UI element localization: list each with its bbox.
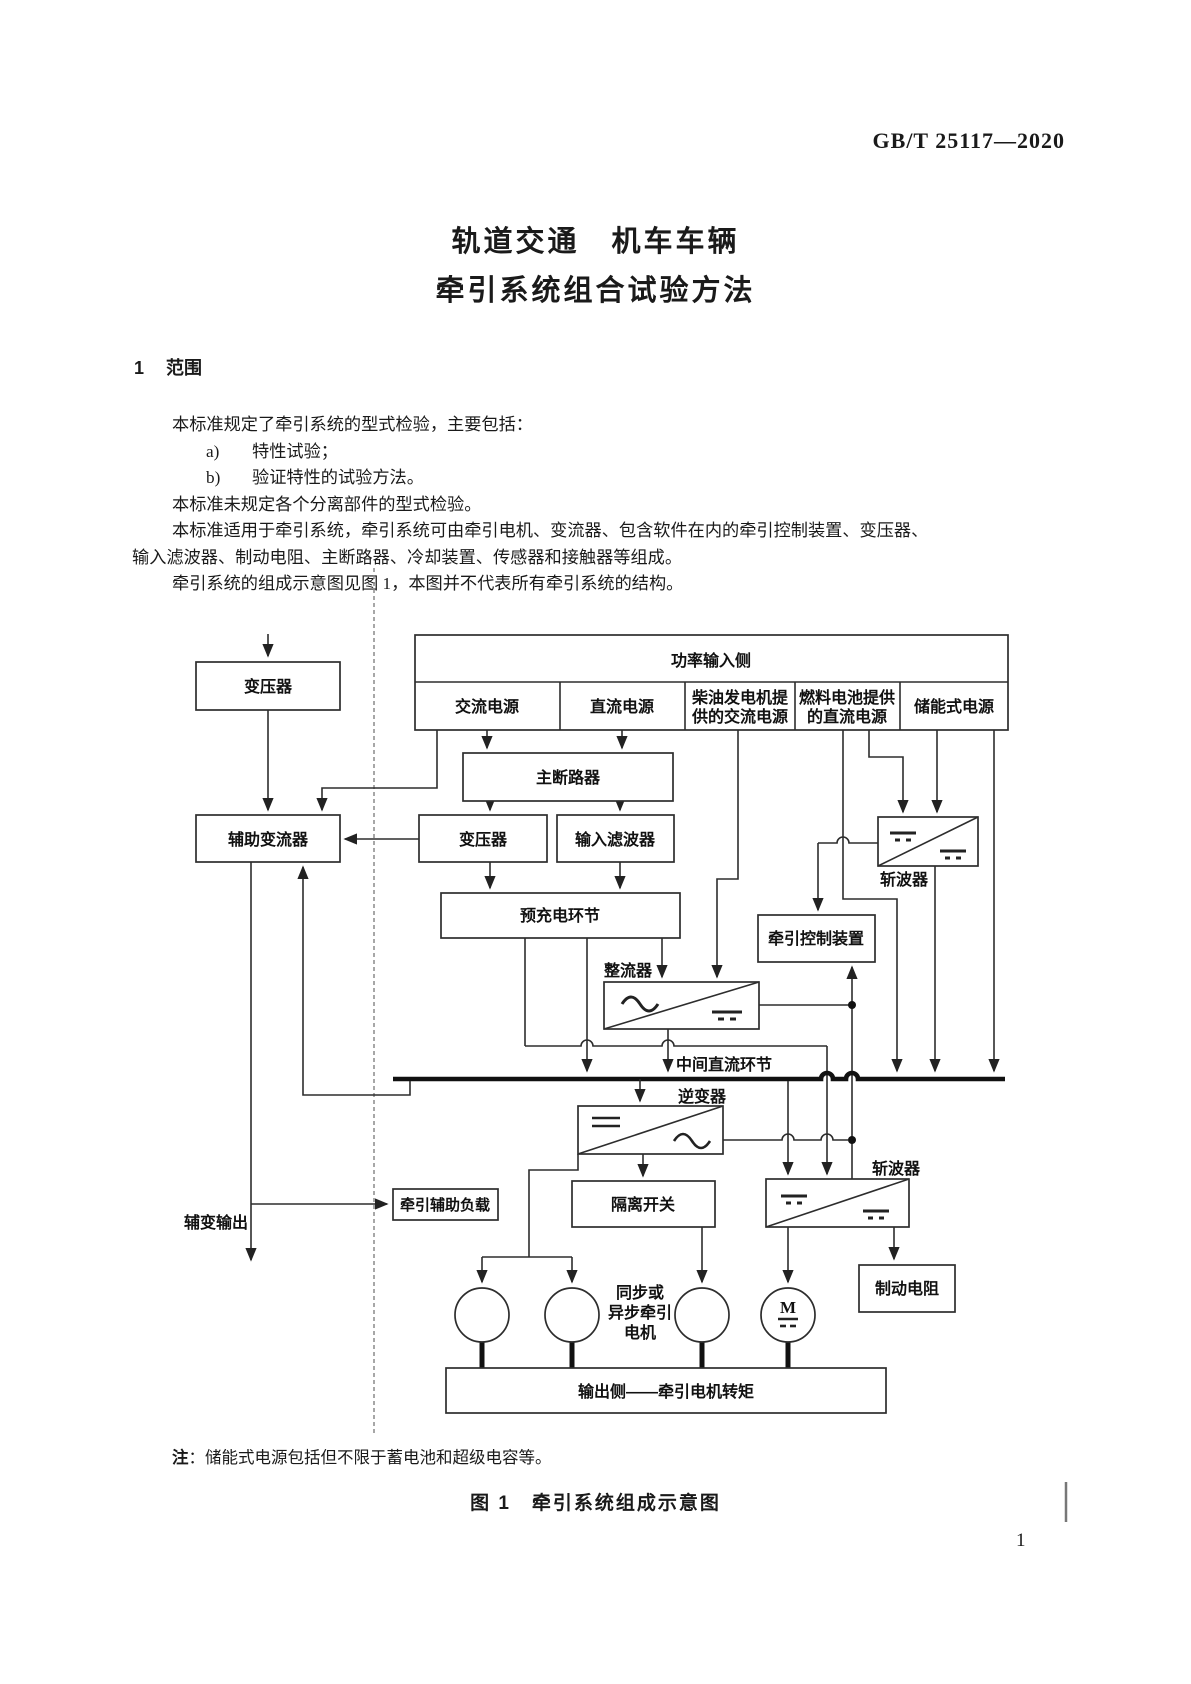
isolation-switch-box — [571, 1180, 716, 1228]
inverter-label: 逆变器 — [678, 1087, 727, 1106]
list-item-a: a) 特性试验； — [132, 439, 1067, 466]
input-filter-label: 输入滤波器 — [575, 830, 656, 849]
inverter-box — [577, 1105, 724, 1155]
chopper-top-box — [877, 816, 979, 867]
diesel-source-label: 柴油发电机提 — [691, 688, 789, 707]
page-number: 1 — [1016, 1530, 1026, 1551]
rectifier-label: 整流器 — [603, 961, 653, 980]
precharge-to-chopper-b — [525, 1039, 827, 1047]
ac-to-aux — [316, 730, 438, 812]
motor-circle — [454, 1287, 510, 1343]
section-title: 范围 — [166, 358, 203, 378]
section-heading: 1 范围 — [134, 354, 224, 380]
fuelcell-to-bus — [842, 730, 903, 1073]
note-text: ：储能式电源包括但不限于蓄电池和超级电容等。 — [188, 1448, 552, 1467]
paragraph: 本标准规定了牵引系统的型式检验，主要包括： — [172, 415, 533, 434]
storage-source-label: 储能式电源 — [913, 697, 994, 716]
input-filter-box — [556, 814, 675, 863]
paragraph: 输入滤波器、制动电阻、主断路器、冷却装置、传感器和接触器等组成。 — [132, 547, 683, 567]
chopper-top-label: 斩波器 — [880, 870, 929, 889]
svg-text:的直流电源: 的直流电源 — [807, 707, 887, 726]
transformer-box — [418, 814, 548, 863]
main-breaker-label: 主断路器 — [536, 768, 601, 787]
list-item-b: b) 验证特性的试验方法。 — [132, 465, 1067, 492]
list-marker-b: b) — [206, 468, 221, 487]
chopper-bottom-label: 斩波器 — [872, 1159, 921, 1178]
motor-m-label: M — [780, 1298, 796, 1317]
svg-text:供的交流电源: 供的交流电源 — [691, 707, 788, 726]
output-box — [445, 1367, 887, 1414]
diesel-to-rectifier — [711, 730, 739, 979]
dc-link-bus — [393, 1070, 1005, 1082]
paragraph: 本标准适用于牵引系统，牵引系统可由牵引电机、变流器、包含软件在内的牵引控制装置、… — [172, 521, 929, 540]
brake-resistor-box — [858, 1264, 956, 1313]
chopper-bottom-box — [765, 1178, 910, 1228]
aux-output-label: 辅变输出 — [184, 1213, 248, 1232]
power-input-title: 功率输入侧 — [671, 651, 751, 670]
tcu-box — [757, 914, 876, 963]
title-line-1: 轨道交通 机车车辆 — [451, 226, 740, 258]
body-text: 本标准规定了牵引系统的型式检验，主要包括： a) 特性试验； b) 验证特性的试验方… — [132, 412, 1067, 598]
diagram-boxes — [195, 634, 1009, 1414]
figure-caption: 图 1 牵引系统组成示意图 — [470, 1493, 721, 1514]
paragraph: 牵引系统的组成示意图见图 1，本图并不代表所有牵引系统的结构。 — [172, 574, 684, 593]
dc-link-label: 中间直流环节 — [676, 1055, 772, 1074]
motor-m-circle — [760, 1287, 816, 1343]
aux-converter-box — [195, 814, 341, 863]
inverter-out — [723, 1133, 848, 1141]
note-label: 注 — [172, 1449, 189, 1467]
transformer-top-label: 变压器 — [244, 677, 293, 696]
transformer-label: 变压器 — [459, 830, 508, 849]
aux-converter-label: 辅助变流器 — [228, 830, 309, 849]
standard-number: GB/T 25117—2020 — [872, 128, 1065, 153]
list-marker-a: a) — [206, 441, 220, 461]
svg-text:异步牵引: 异步牵引 — [608, 1303, 672, 1322]
fuelcell-source-label: 燃料电池提供 — [799, 688, 895, 707]
list-text-a: 特性试验； — [252, 441, 338, 461]
paragraph: 本标准未规定各个分离部件的型式检验。 — [172, 494, 482, 514]
bus-to-aux-converter — [297, 865, 411, 1096]
transformer-top-box — [195, 661, 341, 711]
power-input-box — [414, 634, 1009, 731]
ac-source-label: 交流电源 — [455, 697, 519, 716]
main-breaker-box — [462, 752, 674, 802]
output-label: 输出侧——牵引电机转矩 — [578, 1382, 754, 1401]
list-text-b: 验证特性的试验方法。 — [252, 468, 424, 487]
connector-lines — [245, 634, 1005, 1368]
inverter-to-motors-a — [528, 1154, 579, 1257]
motor-circle — [674, 1287, 730, 1343]
brake-resistor-label: 制动电阻 — [875, 1279, 939, 1298]
chopper-to-tcu-a — [818, 836, 878, 844]
aux-load-label: 牵引辅助负载 — [400, 1196, 490, 1214]
section-number: 1 — [134, 358, 145, 378]
isolation-switch-label: 隔离开关 — [611, 1195, 675, 1214]
motor-type-label: 同步或 — [616, 1283, 664, 1302]
title-line-2: 牵引系统组合试验方法 — [435, 275, 756, 307]
figure-note: 注：储能式电源包括但不限于蓄电池和超级电容等。 — [172, 1444, 552, 1468]
svg-text:电机: 电机 — [624, 1323, 656, 1342]
rectifier-box — [603, 981, 760, 1030]
junction-dot — [848, 1001, 856, 1009]
tcu-label: 牵引控制装置 — [768, 929, 864, 948]
fuelcell-to-chopper — [868, 730, 909, 814]
precharge-label: 预充电环节 — [520, 906, 600, 925]
document-title: 轨道交通 机车车辆 牵引系统组合试验方法 — [0, 218, 1191, 309]
diagram-labels: 变压器 功率输入侧 交流电源 直流电源 柴油发电机提 供的交流电源 燃料电池提供… — [184, 651, 994, 1401]
aux-load-box — [392, 1188, 499, 1221]
dc-source-label: 直流电源 — [590, 697, 654, 716]
motor-circle — [544, 1287, 600, 1343]
junction-dot — [848, 1136, 856, 1144]
precharge-box — [440, 892, 681, 939]
